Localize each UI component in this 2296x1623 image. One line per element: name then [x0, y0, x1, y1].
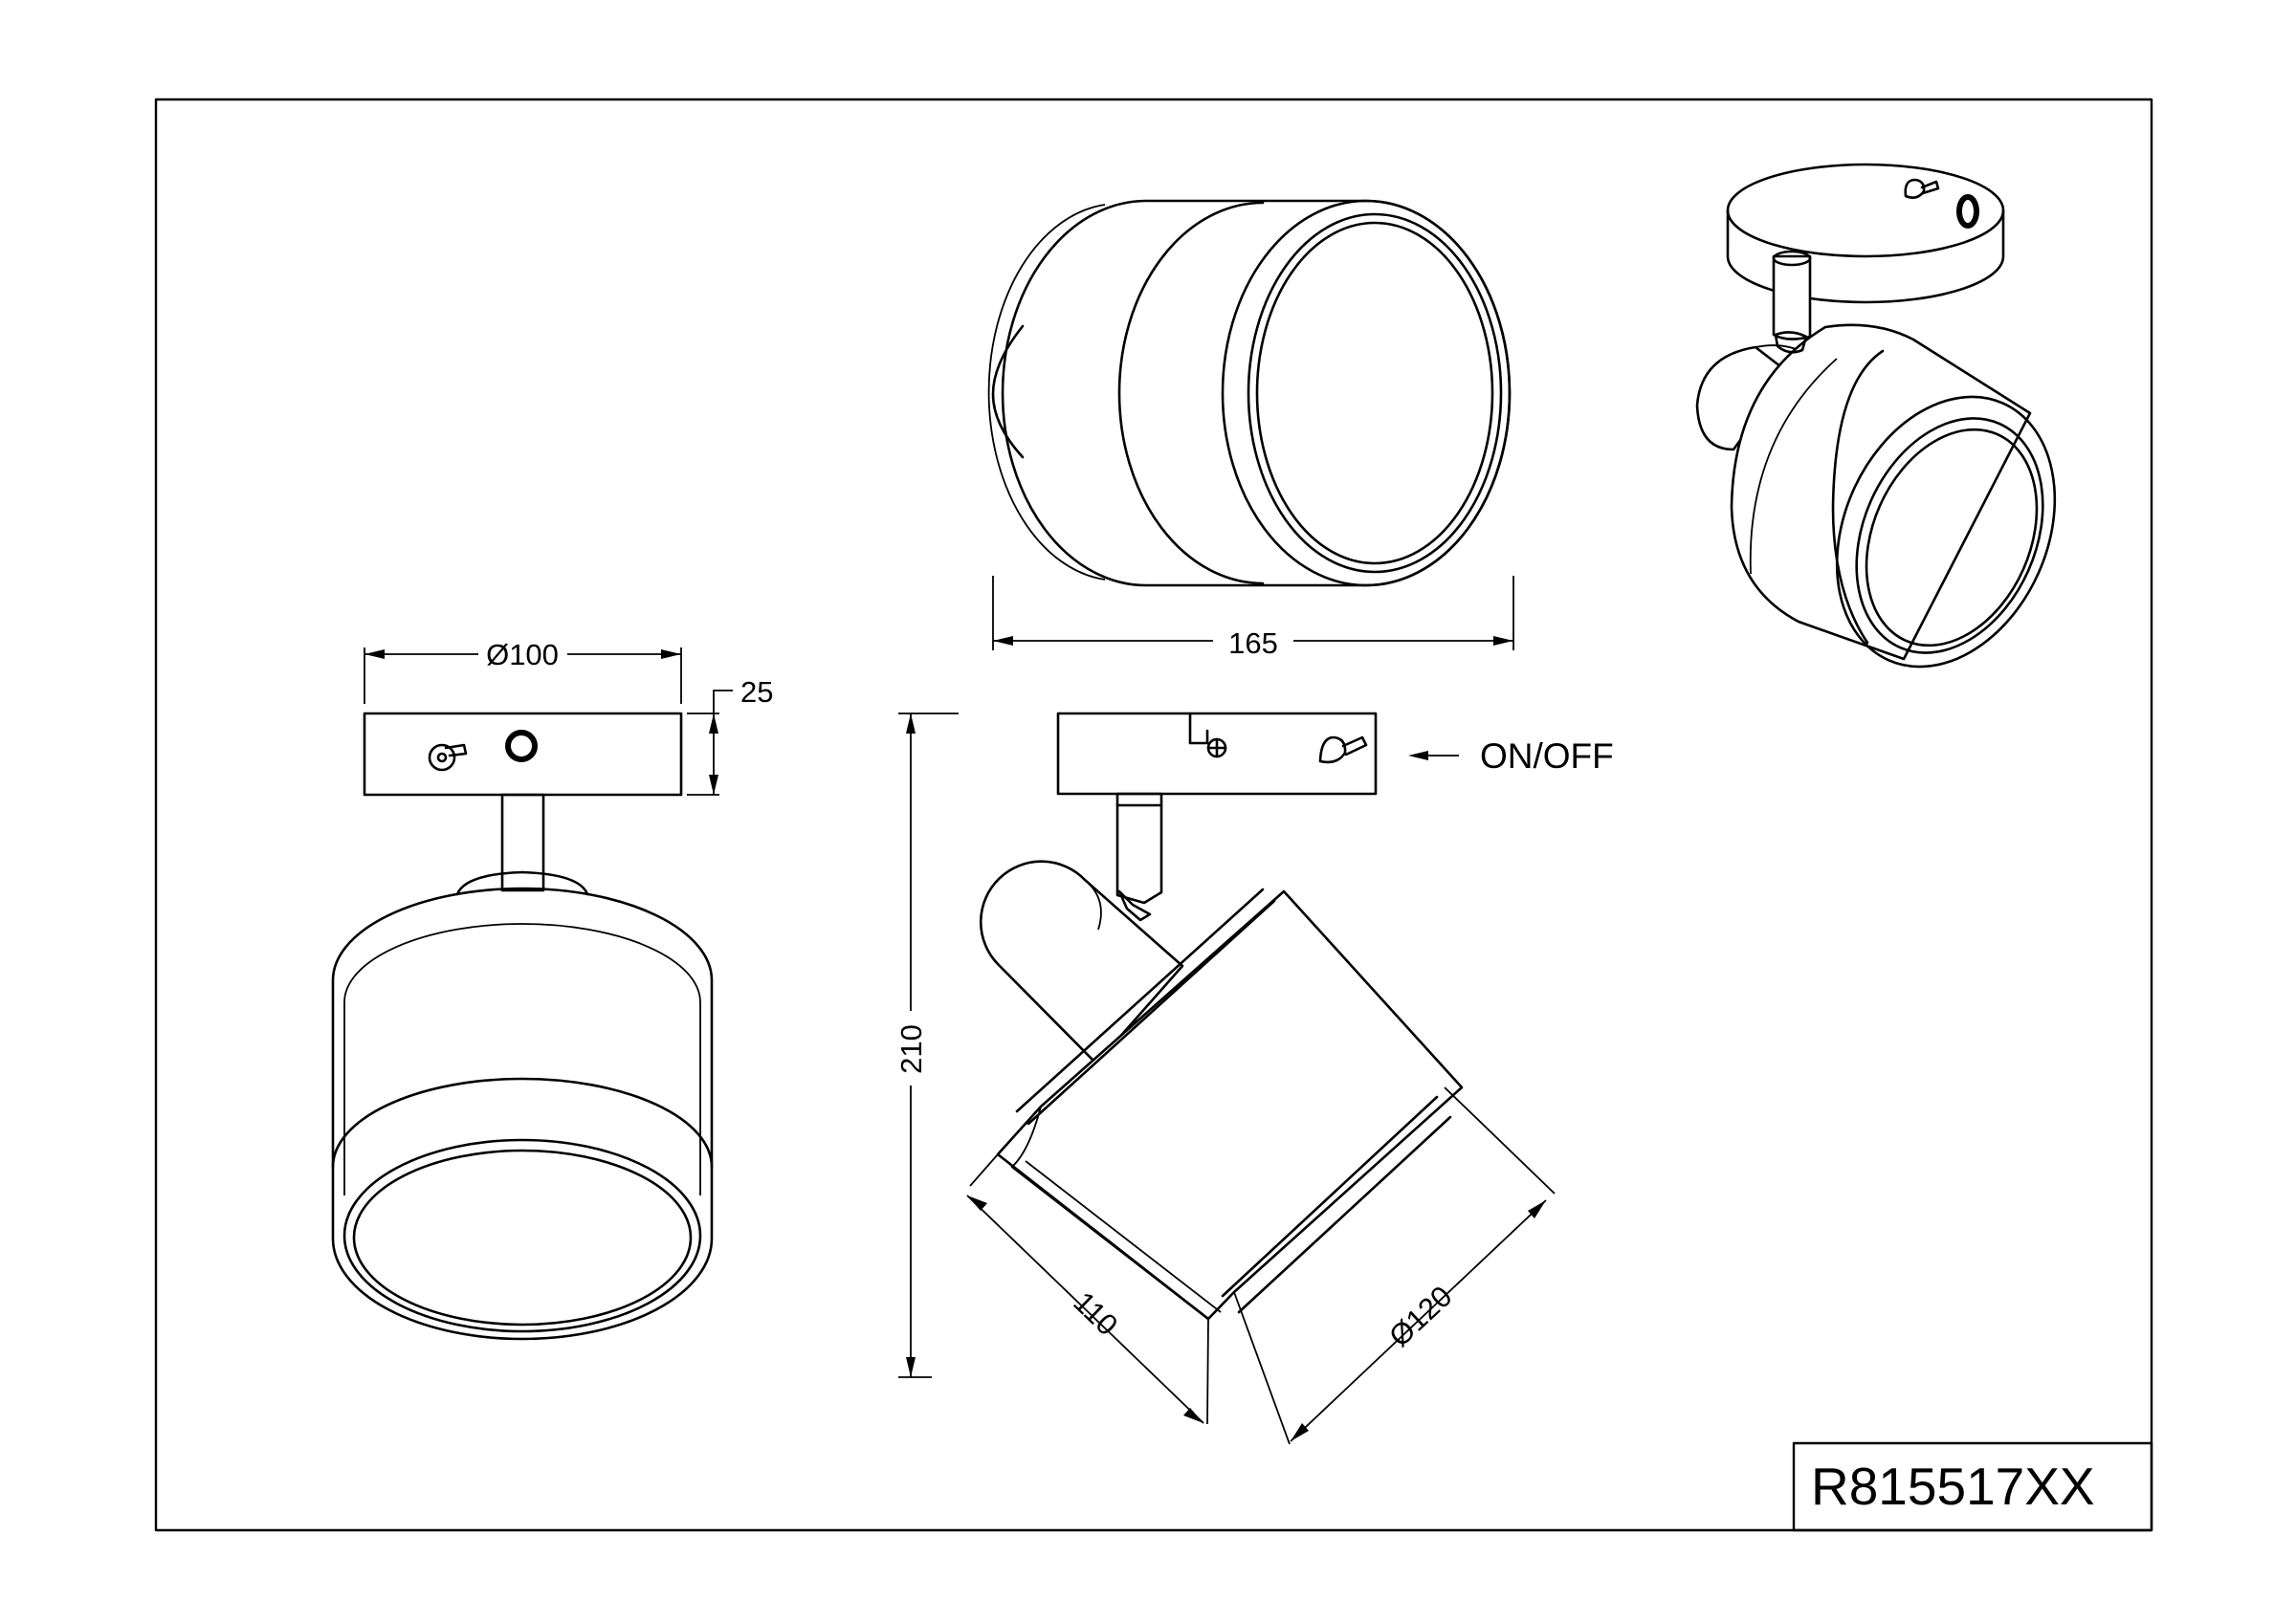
base-plate	[363, 712, 683, 797]
side-back-knob	[979, 860, 1184, 1065]
cable-hole-icon	[505, 730, 538, 762]
iso-joint	[1774, 331, 1808, 354]
iso-switch-icon	[1904, 178, 1940, 199]
cable-fitting-icon	[1188, 712, 1227, 758]
iso-stem	[1772, 254, 1812, 340]
dim-total-height: 210	[894, 1024, 928, 1074]
isometric-view	[1695, 163, 2057, 669]
drawing-border	[154, 98, 2153, 1532]
iso-back-knob	[1695, 345, 1791, 451]
top-band-seam	[1117, 201, 1265, 585]
shade-body	[331, 887, 714, 1341]
side-joint	[1117, 889, 1152, 922]
iso-cable-hole-icon	[1956, 194, 1979, 229]
dim-base-diameter: Ø100	[486, 638, 559, 671]
shade-ring-band	[331, 1077, 714, 1169]
article-number: R815517XX	[1811, 1457, 2095, 1516]
side-stem	[1115, 792, 1163, 905]
dim-base-height: 25	[740, 675, 773, 709]
side-base-plate	[1056, 712, 1378, 796]
on-off-callout: ON/OFF	[1480, 736, 1614, 776]
front-lens	[342, 1138, 702, 1333]
dim-total-length: 165	[1228, 626, 1278, 660]
title-block: R815517XX	[1792, 1441, 2153, 1532]
top-view: 165	[987, 199, 1514, 660]
iso-canopy	[1726, 208, 2005, 304]
joint	[455, 870, 589, 896]
iso-front-lens	[1835, 395, 2057, 669]
side-switch-icon	[1318, 735, 1368, 764]
iso-shade	[1730, 323, 2032, 661]
stem	[500, 793, 545, 892]
side-view: 110 Ø120 210 ON/OFF	[894, 712, 1614, 1445]
dim-shade-length: 110	[1067, 1285, 1124, 1343]
dim-shade-diameter: Ø120	[1382, 1280, 1458, 1353]
switch-icon	[428, 743, 468, 772]
front-view: Ø100 25	[331, 638, 773, 1341]
top-front-lens	[1221, 199, 1512, 587]
iso-band-seam	[1831, 349, 1885, 645]
